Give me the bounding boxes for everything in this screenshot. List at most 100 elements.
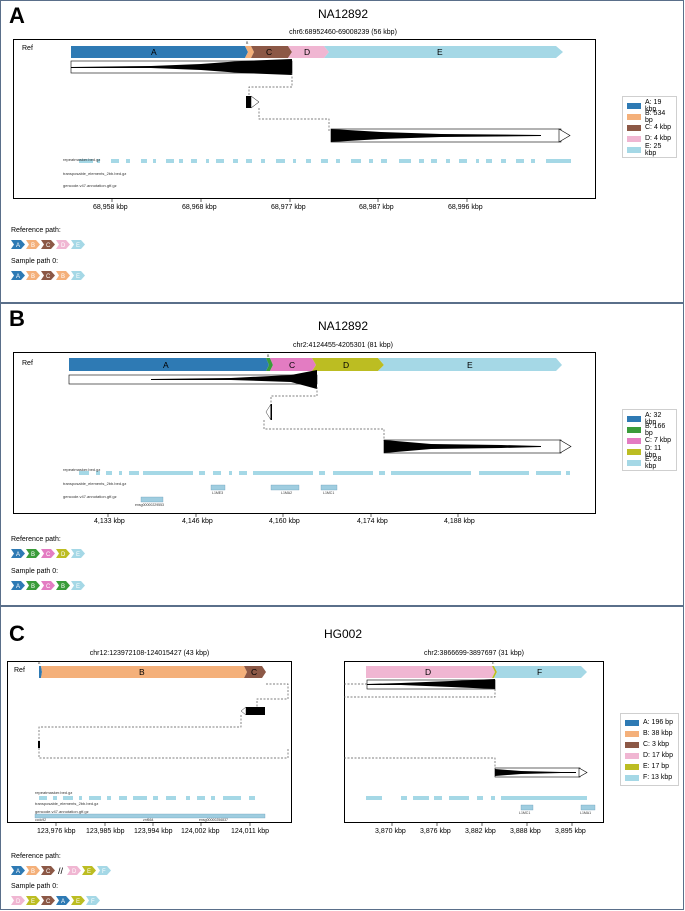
alignment-link — [263, 420, 385, 441]
path-chevron — [41, 866, 55, 875]
legend-item: A: 196 bp — [625, 717, 674, 728]
segment-a — [69, 358, 269, 371]
legend-item: E: 25 kbp — [627, 143, 672, 157]
path-chevron-label: E — [87, 869, 91, 875]
read-arrow — [559, 439, 572, 454]
tick-label: 124,002 kbp — [181, 828, 220, 835]
path-chevron-label: E — [76, 243, 80, 249]
ref-label: Ref — [22, 360, 33, 367]
segment-f — [494, 666, 587, 678]
te-label: L1MC1 — [519, 811, 531, 815]
path-chevron-label: C — [46, 584, 51, 590]
segment-c — [251, 46, 292, 58]
path-chevron — [41, 271, 55, 280]
path-chevron-label: D — [72, 869, 77, 875]
path-chevron-label: C — [46, 869, 51, 875]
track-label-te: transposable_elements_2bb.bed.gz — [63, 171, 127, 176]
read-arrow — [558, 128, 571, 143]
path-chevron-label: D — [16, 899, 21, 905]
segment-label-d: D — [304, 47, 311, 57]
x-axis-ticks — [107, 514, 459, 517]
path-chevron — [71, 581, 85, 590]
path-chevron-label: D — [61, 243, 66, 249]
path-chevron — [82, 866, 96, 875]
read-arrow — [265, 403, 272, 421]
path-chevron — [26, 581, 40, 590]
segment-label-c: C — [251, 667, 258, 677]
gene-label: ensg00000229553 — [135, 503, 165, 507]
ref-label: Ref — [14, 667, 25, 674]
path-chevron — [11, 896, 25, 905]
path-chevron — [26, 549, 40, 558]
segment-e — [492, 666, 497, 678]
segment-label-a: A — [163, 360, 169, 370]
path-chevron-label: E — [31, 899, 35, 905]
te-label: L1MA2 — [281, 491, 293, 495]
path-chevron — [11, 549, 25, 558]
path-chevron — [71, 549, 85, 558]
segment-d — [288, 46, 329, 58]
tick-label: 4,160 kbp — [269, 518, 300, 525]
path-chevron — [67, 866, 81, 875]
repeat-track — [366, 796, 587, 800]
path-chevron-label: D — [61, 552, 66, 558]
path-chevron — [41, 896, 55, 905]
gene-label: ccdc92 — [35, 818, 47, 822]
path-chevron-label: E — [76, 584, 80, 590]
legend-item: B: 38 kbp — [625, 728, 674, 739]
panel-title: NA12892 — [317, 7, 369, 21]
repeat-track — [79, 159, 571, 163]
legend-item: D: 4 kbp — [627, 133, 672, 144]
panel-c: C HG002 chr12:123972108-124015427 (43 kb… — [0, 606, 684, 910]
segment-e — [324, 46, 563, 58]
tick-label: 4,133 kbp — [94, 518, 125, 525]
panel-label: B — [9, 306, 25, 331]
read-box — [38, 741, 40, 748]
legend-item: C: 3 kbp — [625, 739, 674, 750]
alignment-link — [344, 689, 496, 698]
tick-label: 68,996 kbp — [448, 204, 483, 211]
region-label: chr2:4124455-4205301 (81 kbp) — [292, 342, 394, 349]
alignment-link — [256, 683, 289, 707]
path-chevron-label: F — [102, 869, 106, 875]
region-label: chr6:68952460-69008239 (56 kbp) — [289, 29, 397, 36]
tick-label: 3,870 kbp — [375, 828, 406, 835]
x-axis-ticks — [111, 199, 468, 202]
alignment-link — [344, 757, 496, 768]
segment-label-d: D — [343, 360, 350, 370]
segment-label-b: B — [246, 41, 249, 45]
coverage — [71, 59, 292, 75]
path-chevron — [71, 271, 85, 280]
panel-a: A NA12892 chr6:68952460-69008239 (56 kbp… — [0, 0, 684, 303]
tick-label: 124,011 kbp — [231, 828, 270, 835]
segment-label-d: D — [425, 667, 432, 677]
track-label-repeat: repeatmasker.bed.gz — [63, 157, 101, 162]
segment-label-a: A — [151, 47, 157, 57]
coverage — [331, 129, 541, 142]
read-box — [270, 404, 272, 420]
legend: A: 196 bp B: 38 kbp C: 3 kbp D: 17 kbp E… — [620, 713, 679, 786]
path-chevron-label: C — [46, 243, 51, 249]
coverage — [367, 679, 495, 689]
legend-item: E: 17 bp — [625, 761, 674, 772]
path-chevron — [11, 240, 25, 249]
segment-label-f: F — [537, 667, 543, 677]
coverage — [384, 440, 541, 453]
repeat-track — [39, 796, 255, 800]
panel-title: NA12892 — [317, 319, 369, 333]
path-chevron — [26, 271, 40, 280]
segment-b — [245, 46, 254, 58]
path-chevron — [71, 240, 85, 249]
segment-d — [312, 358, 384, 371]
region-label-1: chr12:123972108-124015427 (43 kbp) — [89, 650, 210, 657]
tick-label: 123,985 kbp — [86, 828, 125, 835]
legend-item: D: 11 kbp — [627, 445, 672, 459]
path-chevron-label: B — [31, 584, 35, 590]
gene-label: ensg00000256837 — [199, 818, 229, 822]
tick-label: 123,976 kbp — [37, 828, 76, 835]
alignment-link — [270, 387, 318, 404]
